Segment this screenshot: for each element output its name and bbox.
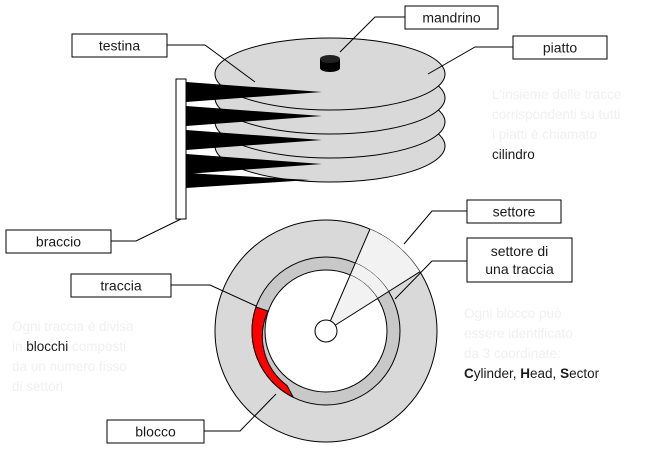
svg-text:da un numero fisso: da un numero fisso [12, 359, 127, 374]
block [251, 306, 295, 399]
svg-text:blocco: blocco [135, 424, 176, 440]
svg-text:corrispondenti su tutti: corrispondenti su tutti [492, 107, 620, 122]
head-2 [186, 106, 322, 126]
svg-text:traccia: traccia [100, 278, 141, 294]
label-braccio: braccio [5, 218, 182, 254]
head-3 [186, 130, 322, 150]
svg-text:Ogni blocco può: Ogni blocco può [464, 306, 562, 321]
label-piatto: piatto [427, 35, 608, 75]
arm-bar [175, 78, 187, 220]
label-blocco: blocco [106, 393, 277, 444]
platter-top-view [214, 219, 438, 443]
label-settore-di-una-traccia: settore di una traccia [394, 237, 573, 300]
spindle [320, 55, 340, 72]
hub [314, 319, 338, 343]
label-testina: testina [71, 33, 256, 83]
svg-text:settore: settore [493, 204, 536, 220]
svg-text:i piatti è chiamato: i piatti è chiamato [492, 127, 597, 142]
note-blocks: Ogni traccia è divisa in blocchi compost… [12, 319, 134, 394]
svg-text:essere identificato: essere identificato [464, 326, 573, 341]
sector-boundary-1 [325, 228, 371, 332]
label-settore: settore [403, 199, 562, 245]
note-coordinates: Ogni blocco può essere identificato da 3… [464, 306, 600, 381]
head-5 [186, 173, 310, 188]
actuator-arm [175, 78, 322, 220]
sector-boundary-2 [325, 271, 421, 332]
svg-text:di settori: di settori [12, 379, 63, 394]
head-4 [186, 154, 322, 174]
svg-text:settore di: settore di [491, 243, 549, 259]
svg-text:mandrino: mandrino [422, 10, 481, 26]
note-cylinder: L'insieme delle tracce corrispondenti su… [492, 87, 621, 162]
svg-text:cilindro: cilindro [492, 147, 535, 162]
svg-text:piatto: piatto [543, 40, 577, 56]
svg-text:in blocchi composti: in blocchi composti [12, 339, 126, 354]
svg-text:braccio: braccio [36, 234, 81, 250]
svg-text:testina: testina [99, 38, 140, 54]
svg-text:una traccia: una traccia [485, 261, 554, 277]
inner-sector-highlight [326, 275, 378, 331]
platter-1 [214, 37, 446, 111]
head-1 [186, 82, 322, 102]
svg-text:L'insieme delle tracce: L'insieme delle tracce [492, 87, 621, 102]
label-mandrino: mandrino [339, 5, 499, 53]
svg-text:Ogni traccia è divisa: Ogni traccia è divisa [12, 319, 134, 334]
svg-text:da 3 coordinate:: da 3 coordinate: [464, 346, 561, 361]
svg-text:Cylinder, Head, Sector: Cylinder, Head, Sector [464, 366, 600, 381]
label-traccia: traccia [70, 273, 257, 307]
